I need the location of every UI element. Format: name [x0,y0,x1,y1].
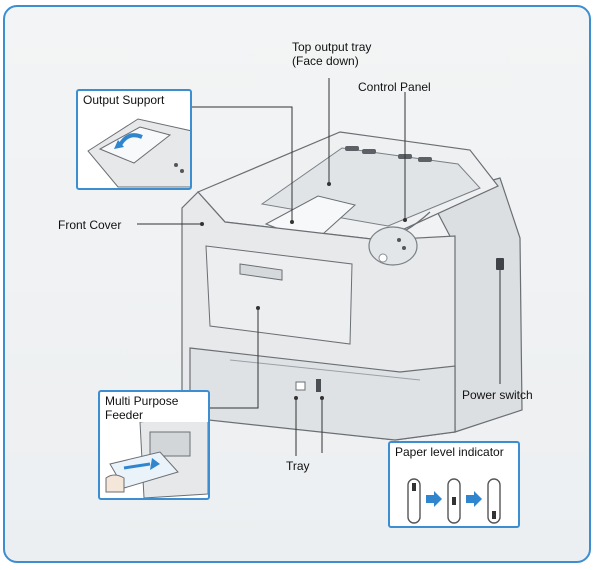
paper-level-indicator-label: Paper level indicator [393,445,506,459]
power-switch-label: Power switch [462,388,533,402]
output-support-label: Output Support [81,93,167,107]
right-arrow-icon [426,491,442,507]
multi-purpose-feeder-label: Multi Purpose Feeder [103,394,208,422]
full-gauge-icon [407,478,421,524]
paper-level-indicator-inset: Paper level indicator [388,441,520,528]
front-cover-label: Front Cover [58,218,122,232]
output-support-inset: Output Support [76,89,192,190]
control-panel-knob [368,226,418,266]
empty-gauge-icon [487,478,501,524]
top-output-tray-label: Top output tray (Face down) [292,40,372,68]
tray-label: Tray [286,459,310,473]
multi-purpose-feeder-inset: Multi Purpose Feeder [98,390,210,500]
half-gauge-icon [447,478,461,524]
control-panel-label: Control Panel [358,80,431,94]
right-arrow-icon [466,491,482,507]
power-switch [496,258,504,270]
